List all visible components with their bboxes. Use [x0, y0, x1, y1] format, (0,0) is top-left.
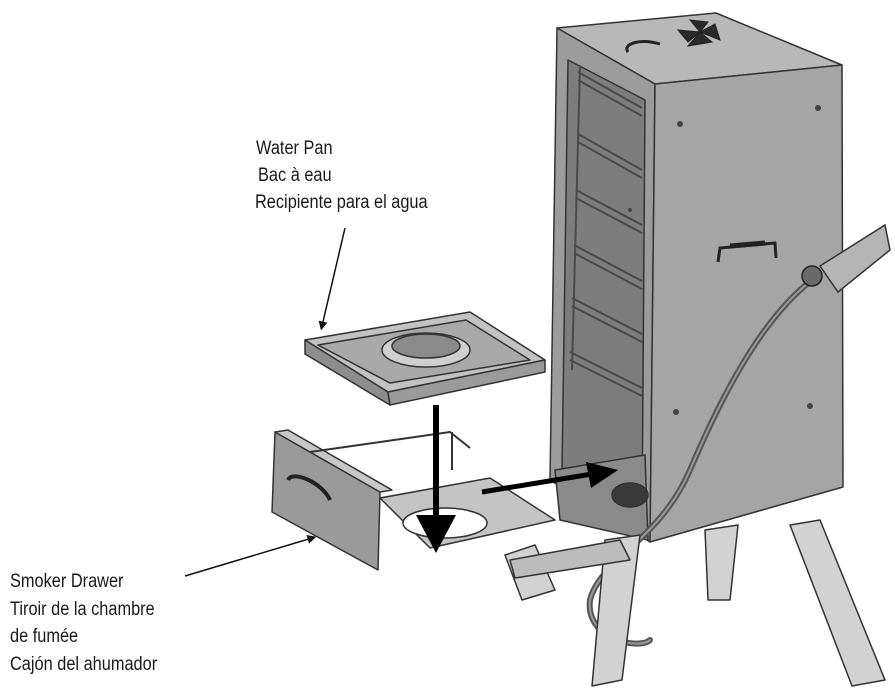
- control-plug-blade: [818, 223, 891, 294]
- arrow-drawer-to-cabinet: [481, 471, 593, 495]
- leader-line-water-pan: [318, 227, 346, 331]
- water-pan-side-wall: [387, 359, 546, 406]
- cabinet-screws: [628, 105, 821, 415]
- leg-rear-right: [704, 524, 739, 601]
- control-knob: [801, 265, 823, 287]
- smoker-drawer: [271, 429, 556, 571]
- drawer-handle: [286, 474, 332, 501]
- cabinet-side: [649, 64, 844, 543]
- top-vent: [625, 19, 721, 53]
- drawer-rail: [309, 431, 471, 453]
- water-pan-label-fr: Bac à eau: [258, 165, 332, 186]
- water-pan-label-es: Recipiente para el agua: [255, 192, 428, 213]
- drawer-front-edge: [274, 429, 393, 493]
- smoker-drawer-label-fr-line1: Tiroir de la chambre: [10, 599, 155, 620]
- smoker-drawer-label-en: Smoker Drawer: [10, 571, 124, 592]
- cabinet-legs: [504, 519, 886, 687]
- leg-rear-left: [591, 534, 641, 687]
- damper-handle: [625, 40, 661, 53]
- side-handle: [716, 240, 778, 263]
- assembly-arrows: [416, 405, 618, 553]
- leg-crossbar: [509, 539, 631, 579]
- smoker-cabinet: [549, 12, 844, 543]
- water-pan: [304, 311, 546, 406]
- cooking-racks: [569, 65, 643, 397]
- leader-line-smoker-drawer: [184, 534, 317, 577]
- water-pan-label-en: Water Pan: [256, 138, 333, 159]
- smoker-drawer-label-fr-line2: de fumée: [10, 626, 79, 647]
- leg-front-right: [789, 519, 886, 687]
- smoker-drawer-label-es: Cajón del ahumador: [10, 654, 158, 675]
